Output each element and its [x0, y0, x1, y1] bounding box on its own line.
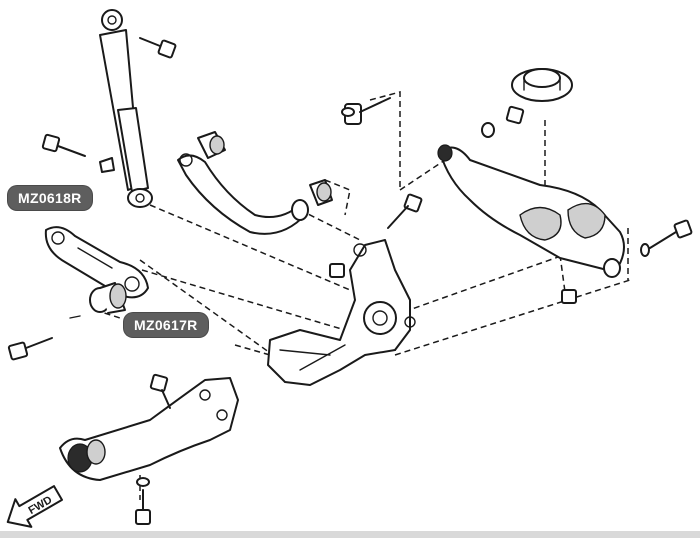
knuckle-assembly	[267, 239, 416, 386]
bottom-divider	[0, 531, 700, 538]
arrow-forward-icon	[6, 485, 63, 528]
spring-seat	[511, 68, 573, 102]
trailing-link-arm	[44, 226, 149, 299]
lower-left-bolt	[7, 315, 81, 361]
upper-control-arm	[177, 131, 333, 235]
knuckle-bolt	[329, 193, 423, 278]
trailing-arm	[59, 377, 239, 481]
upper-left-bolt	[41, 133, 115, 173]
bushing	[89, 282, 127, 314]
right-side-bolt	[640, 219, 693, 257]
shock-absorber	[99, 9, 153, 208]
top-center-bolt	[341, 97, 391, 125]
part-number-callout: MZ0618R	[8, 186, 92, 210]
lower-control-arm	[437, 144, 625, 278]
part-number-callout: MZ0617R	[124, 313, 208, 337]
lower-arm-fasteners	[481, 105, 577, 304]
trailing-arm-bolts	[135, 373, 171, 525]
shock-upper-bolt	[139, 37, 177, 59]
direction-marker: FWD	[6, 485, 63, 528]
